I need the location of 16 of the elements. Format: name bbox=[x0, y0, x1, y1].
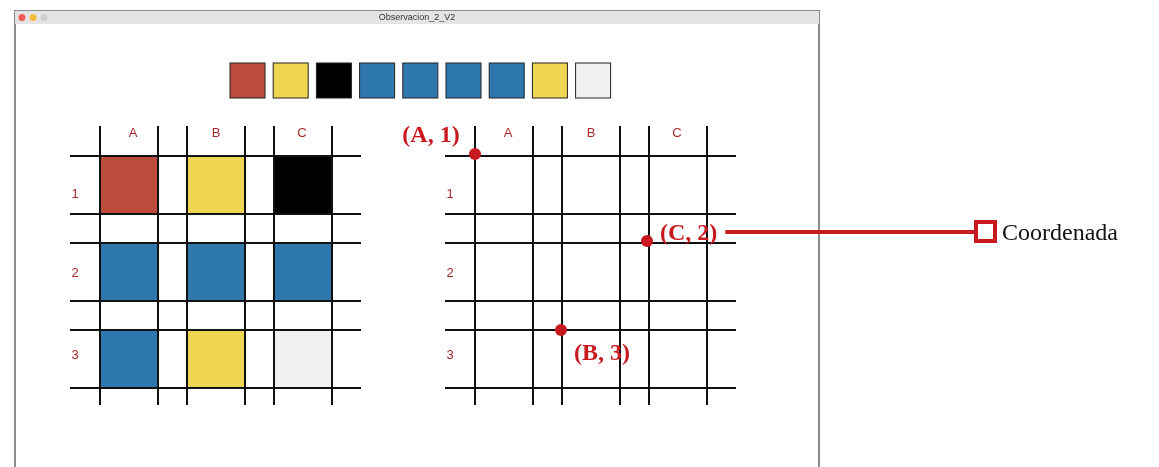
row-label: 2 bbox=[71, 266, 79, 279]
row-label: 3 bbox=[71, 348, 79, 361]
column-label: C bbox=[297, 126, 307, 139]
coordinate-label: (A, 1) bbox=[402, 122, 460, 146]
window-title: Observacion_2_V2 bbox=[378, 13, 456, 22]
term-label: Coordenada bbox=[1002, 220, 1118, 244]
row-label: 1 bbox=[446, 187, 454, 200]
column-label: C bbox=[672, 126, 682, 139]
column-label: B bbox=[211, 126, 221, 139]
row-label: 1 bbox=[71, 187, 79, 200]
column-label: A bbox=[128, 126, 138, 139]
row-label: 3 bbox=[446, 348, 454, 361]
column-label: A bbox=[503, 126, 513, 139]
leader-line bbox=[725, 220, 997, 243]
column-label: B bbox=[586, 126, 596, 139]
row-label: 2 bbox=[446, 266, 454, 279]
